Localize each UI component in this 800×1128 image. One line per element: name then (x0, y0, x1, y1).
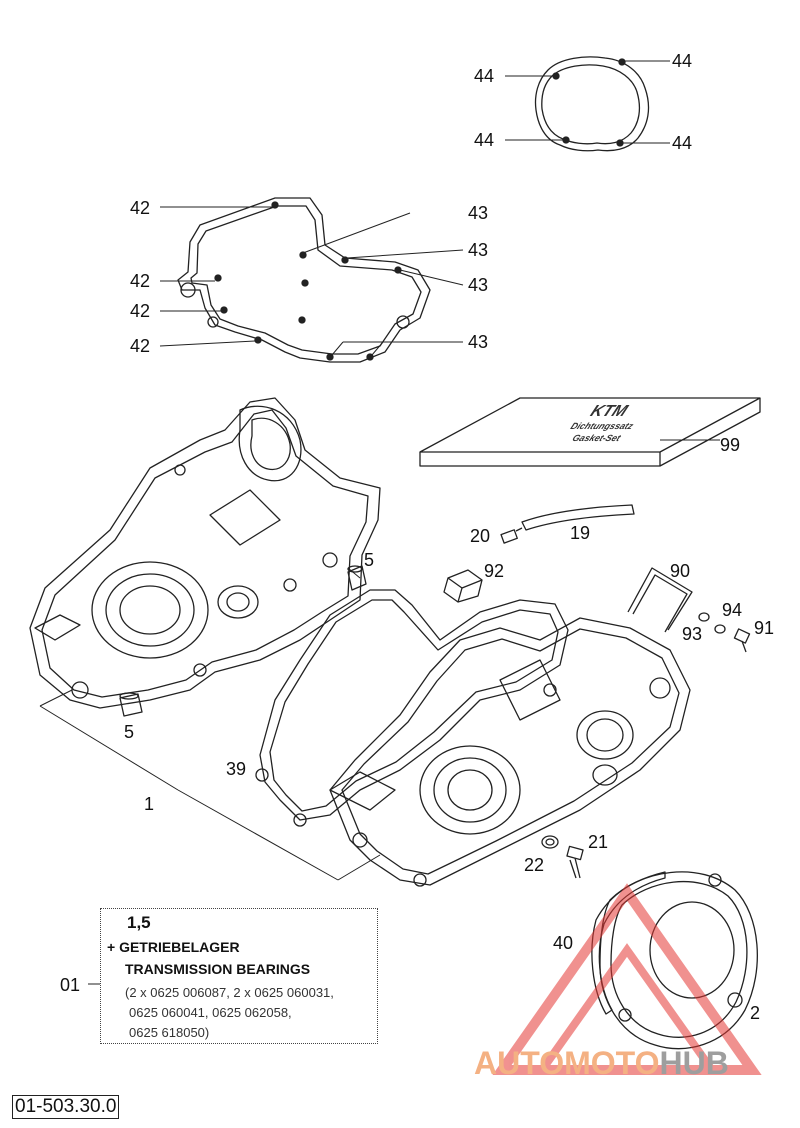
callout-42: 42 (130, 336, 151, 356)
sealing-block (443, 569, 483, 603)
legend-head: 1,5 (127, 913, 151, 932)
callout-2: 2 (750, 1003, 761, 1023)
watermark-logo-mark (492, 883, 762, 1075)
callout-5: 5 (364, 550, 375, 570)
callout-92: 92 (484, 561, 505, 581)
callout-43: 43 (468, 332, 489, 352)
callout-44: 44 (474, 130, 495, 150)
callout-42: 42 (130, 271, 151, 291)
watermark-hub: HUB (659, 1045, 729, 1081)
callout-01: 01 (60, 975, 81, 995)
legend-line-1: + GETRIEBELAGER (107, 939, 240, 955)
gasket-set-booklet (419, 397, 761, 467)
ignition-cover-gasket (534, 56, 650, 152)
dowel-bushings (119, 565, 367, 717)
booklet-brand: KTM (587, 403, 631, 420)
callout-5: 5 (124, 722, 135, 742)
booklet-title-de: Dichtungssatz (568, 421, 636, 431)
legend-line-5: 0625 618050) (129, 1025, 210, 1040)
diagram-part-number: 01-503.30.0 (12, 1095, 120, 1119)
callout-99: 99 (720, 435, 741, 455)
screw (733, 628, 751, 653)
crankcase-gasket (177, 197, 431, 363)
callout-42: 42 (130, 301, 151, 321)
callout-43: 43 (468, 203, 489, 223)
callout-42: 42 (130, 198, 151, 218)
legend-box: 1,5 + GETRIEBELAGER TRANSMISSION BEARING… (100, 908, 378, 1044)
vent-hose (521, 504, 635, 531)
leader-lines-42-43 (159, 206, 464, 356)
right-crankcase-half (329, 617, 691, 887)
hose-nipple (500, 527, 523, 544)
cable-bracket (627, 567, 693, 633)
callout-44: 44 (474, 66, 495, 86)
callout-19: 19 (570, 523, 591, 543)
legend-line-3: (2 x 0625 006087, 2 x 0625 060031, (125, 985, 334, 1000)
watermark-text: AUTOMOTOHUB (474, 1046, 729, 1080)
callout-21: 21 (588, 832, 609, 852)
washers (698, 612, 726, 634)
callout-44: 44 (672, 51, 693, 71)
callout-22: 22 (524, 855, 545, 875)
callout-93: 93 (682, 624, 703, 644)
left-crankcase-half (29, 397, 381, 709)
callout-94: 94 (722, 600, 743, 620)
callout-1: 1 (144, 794, 155, 814)
callout-40: 40 (553, 933, 574, 953)
callout-43: 43 (468, 240, 489, 260)
assembly-bracket-1 (39, 567, 381, 881)
booklet-cover-text: KTM Dichtungssatz Gasket-Set (539, 403, 668, 444)
callout-90: 90 (670, 561, 691, 581)
callout-91: 91 (754, 618, 775, 638)
callout-39: 39 (226, 759, 247, 779)
drain-screw (566, 845, 584, 879)
leader-lines-44 (505, 60, 670, 144)
watermark-auto: AUTOMOTO (474, 1045, 660, 1081)
crankcase-base-gasket (255, 589, 569, 827)
callout-20: 20 (470, 526, 491, 546)
callout-44: 44 (672, 133, 693, 153)
booklet-title-en: Gasket-Set (570, 433, 623, 443)
callout-43: 43 (468, 275, 489, 295)
legend-line-2: TRANSMISSION BEARINGS (125, 961, 311, 977)
seal-ring (541, 835, 559, 849)
legend-line-4: 0625 060041, 0625 062058, (129, 1005, 292, 1020)
